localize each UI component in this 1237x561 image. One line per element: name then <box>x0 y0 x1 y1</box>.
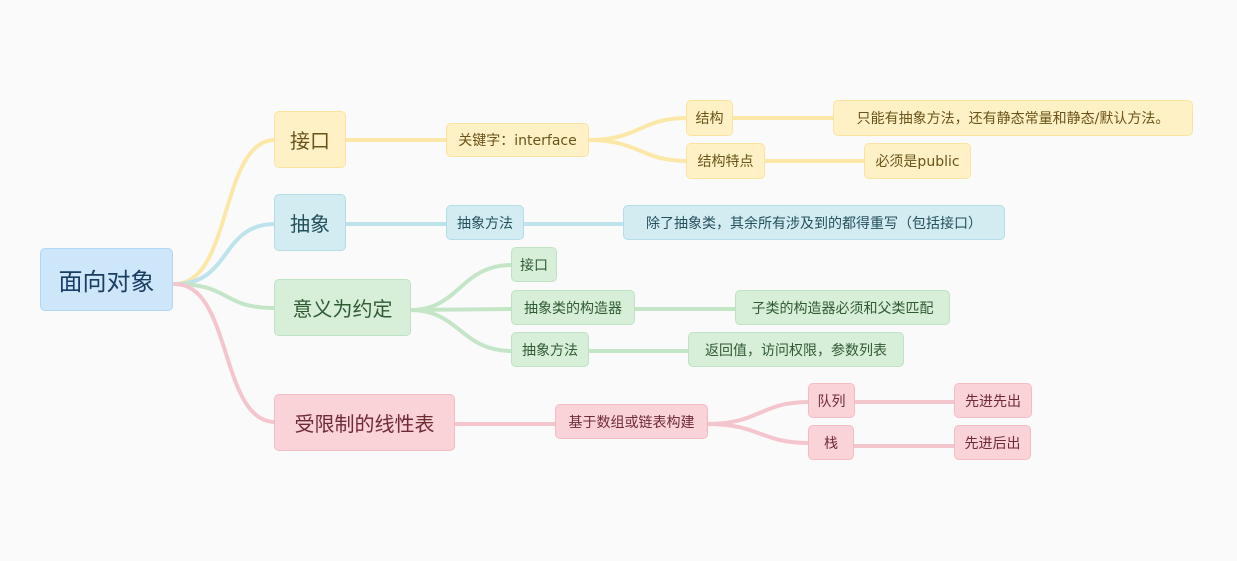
edge-base-stack <box>705 422 811 445</box>
edge-root-interface <box>173 138 277 286</box>
node-abstract-method-detail[interactable]: 除了抽象类，其余所有涉及到的都得重写（包括接口） <box>623 205 1005 240</box>
node-linear[interactable]: 受限制的线性表 <box>274 394 455 451</box>
node-meaning-constructor-detail[interactable]: 子类的构造器必须和父类匹配 <box>735 290 950 325</box>
edge-keyword-structure <box>586 116 689 142</box>
node-linear-base[interactable]: 基于数组或链表构建 <box>555 404 708 439</box>
edge-base-queue <box>705 400 811 426</box>
node-linear-queue[interactable]: 队列 <box>808 383 855 418</box>
node-interface-structure[interactable]: 结构 <box>686 100 733 136</box>
node-meaning-method-detail[interactable]: 返回值，访问权限，参数列表 <box>688 332 904 367</box>
node-interface-feature[interactable]: 结构特点 <box>686 143 765 179</box>
node-meaning-constructor[interactable]: 抽象类的构造器 <box>511 290 635 325</box>
node-meaning-interface[interactable]: 接口 <box>511 247 557 282</box>
node-linear-stack-detail[interactable]: 先进后出 <box>954 425 1031 460</box>
edge-root-meaning <box>173 282 277 310</box>
node-interface-feature-detail[interactable]: 必须是public <box>864 143 971 179</box>
node-abstract-method[interactable]: 抽象方法 <box>446 205 524 240</box>
edge-root-abstract <box>173 222 277 286</box>
edge-meaning-method <box>408 308 514 353</box>
node-linear-stack[interactable]: 栈 <box>808 425 854 460</box>
root-node[interactable]: 面向对象 <box>40 248 173 311</box>
edge-meaning-interface <box>408 263 514 312</box>
node-linear-queue-detail[interactable]: 先进先出 <box>954 383 1032 418</box>
node-abstract[interactable]: 抽象 <box>274 194 346 251</box>
edge-root-linear <box>173 282 277 424</box>
edge-keyword-feature <box>586 138 689 163</box>
node-interface-structure-detail[interactable]: 只能有抽象方法，还有静态常量和静态/默认方法。 <box>833 100 1193 136</box>
node-interface[interactable]: 接口 <box>274 111 346 168</box>
node-meaning[interactable]: 意义为约定 <box>274 279 411 336</box>
node-meaning-method[interactable]: 抽象方法 <box>511 332 589 367</box>
node-interface-keyword[interactable]: 关键字：interface <box>446 123 589 157</box>
